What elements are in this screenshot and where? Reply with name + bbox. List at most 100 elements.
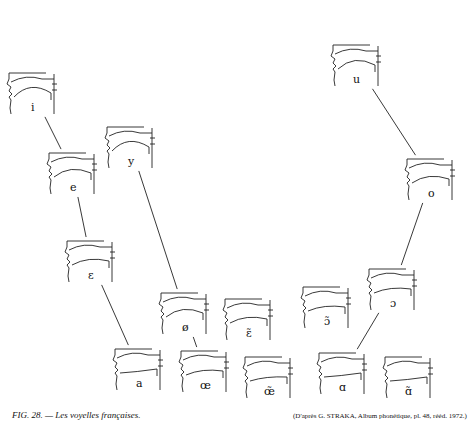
vowel-symbol: ε (87, 269, 95, 282)
pharynx-wall (54, 74, 55, 114)
vertebra-marks (346, 298, 351, 304)
vowel-profile: u (330, 42, 384, 88)
vowel-symbol: e (69, 181, 78, 194)
nose-outline (223, 299, 262, 317)
tongue-line (14, 87, 51, 100)
palate-line (409, 163, 452, 168)
nose-outline (383, 357, 422, 375)
palate-line (183, 355, 226, 360)
vowel-profile: œ̃ (242, 354, 296, 400)
lips-outline (115, 367, 118, 390)
vertebra-marks (362, 364, 367, 370)
palate-line (321, 357, 364, 362)
nose-outline (405, 159, 444, 177)
pharynx-wall (152, 128, 153, 168)
vowel-link (357, 313, 379, 349)
tongue-line (338, 60, 375, 72)
lips-outline (161, 311, 164, 334)
lips-outline (369, 287, 372, 310)
tongue-line (186, 370, 223, 378)
vowel-link (78, 197, 86, 237)
nose-outline (113, 349, 152, 367)
vowel-link (401, 203, 422, 265)
pharynx-wall (160, 350, 161, 390)
nose-outline (331, 45, 370, 63)
pharynx-wall (430, 358, 431, 398)
lips-outline (407, 177, 410, 200)
vowel-profile: ɑ (316, 350, 370, 396)
pharynx-wall (348, 288, 349, 328)
vowel-profile: i (6, 70, 60, 116)
vowel-symbol: y (127, 155, 135, 168)
pharynx-wall (270, 300, 271, 340)
vowel-symbol: i (30, 101, 36, 114)
pharynx-wall (414, 270, 415, 310)
pharynx-wall (290, 358, 291, 398)
palate-line (387, 361, 430, 366)
vowel-symbol: ɑ (338, 381, 347, 394)
vowel-symbol: ø (181, 321, 190, 334)
vowel-symbol: o (427, 187, 436, 200)
pharynx-wall (94, 154, 95, 194)
vertebra-marks (428, 368, 433, 374)
vertebra-marks (224, 362, 229, 368)
tongue-line (250, 377, 287, 384)
tongue-line (412, 176, 449, 186)
vowel-symbol: œ (199, 379, 212, 392)
pharynx-wall (112, 242, 113, 282)
lips-outline (303, 305, 306, 328)
palate-line (247, 361, 290, 366)
lips-outline (181, 369, 184, 392)
palate-line (11, 77, 54, 82)
tongue-line (112, 141, 149, 154)
source-note: (D'après G. STRAKA, Album phonétique, pl… (293, 412, 467, 420)
vowel-symbol: œ̃ (263, 385, 276, 398)
pharynx-wall (226, 352, 227, 392)
vertebra-marks (150, 138, 155, 144)
tongue-line (230, 317, 267, 326)
lips-outline (67, 259, 70, 282)
nose-outline (179, 351, 218, 369)
tongue-line (72, 259, 109, 268)
vowel-symbol: ɔ (389, 297, 397, 310)
vertebra-marks (110, 252, 115, 258)
lips-outline (107, 145, 110, 168)
vowel-profile: o (404, 156, 458, 202)
nose-outline (65, 241, 104, 259)
tongue-line (390, 377, 427, 384)
palate-line (227, 303, 270, 308)
lips-outline (319, 371, 322, 394)
nose-outline (367, 269, 406, 287)
vowel-profile: ɑ̃ (382, 354, 436, 400)
palate-line (371, 273, 414, 278)
vowel-symbol: ɔ̃ (323, 315, 331, 328)
lips-outline (49, 171, 52, 194)
vowel-link (193, 337, 196, 347)
nose-outline (301, 287, 340, 305)
palate-line (51, 157, 94, 162)
nose-outline (159, 293, 198, 311)
vertebra-marks (412, 280, 417, 286)
tongue-line (374, 288, 411, 296)
figure-caption: FIG. 28. — Les voyelles françaises. (12, 410, 140, 420)
lips-outline (385, 375, 388, 398)
nose-outline (243, 357, 282, 375)
vowel-link (102, 285, 129, 345)
vowel-profile: ε (64, 238, 118, 284)
vertebra-marks (92, 164, 97, 170)
vowel-link (45, 117, 61, 149)
vowel-profile: a (112, 346, 166, 392)
vertebra-marks (376, 56, 381, 62)
tongue-line (166, 309, 203, 320)
tongue-line (120, 369, 157, 376)
palate-line (305, 291, 348, 296)
palate-line (163, 297, 206, 302)
vowel-link (372, 89, 415, 155)
tongue-line (308, 306, 345, 314)
vowel-profile: œ (178, 348, 232, 394)
vowel-symbol: ɛ̃ (245, 327, 253, 340)
vowel-profile: ø (158, 290, 212, 336)
vowel-symbol: a (135, 377, 144, 390)
